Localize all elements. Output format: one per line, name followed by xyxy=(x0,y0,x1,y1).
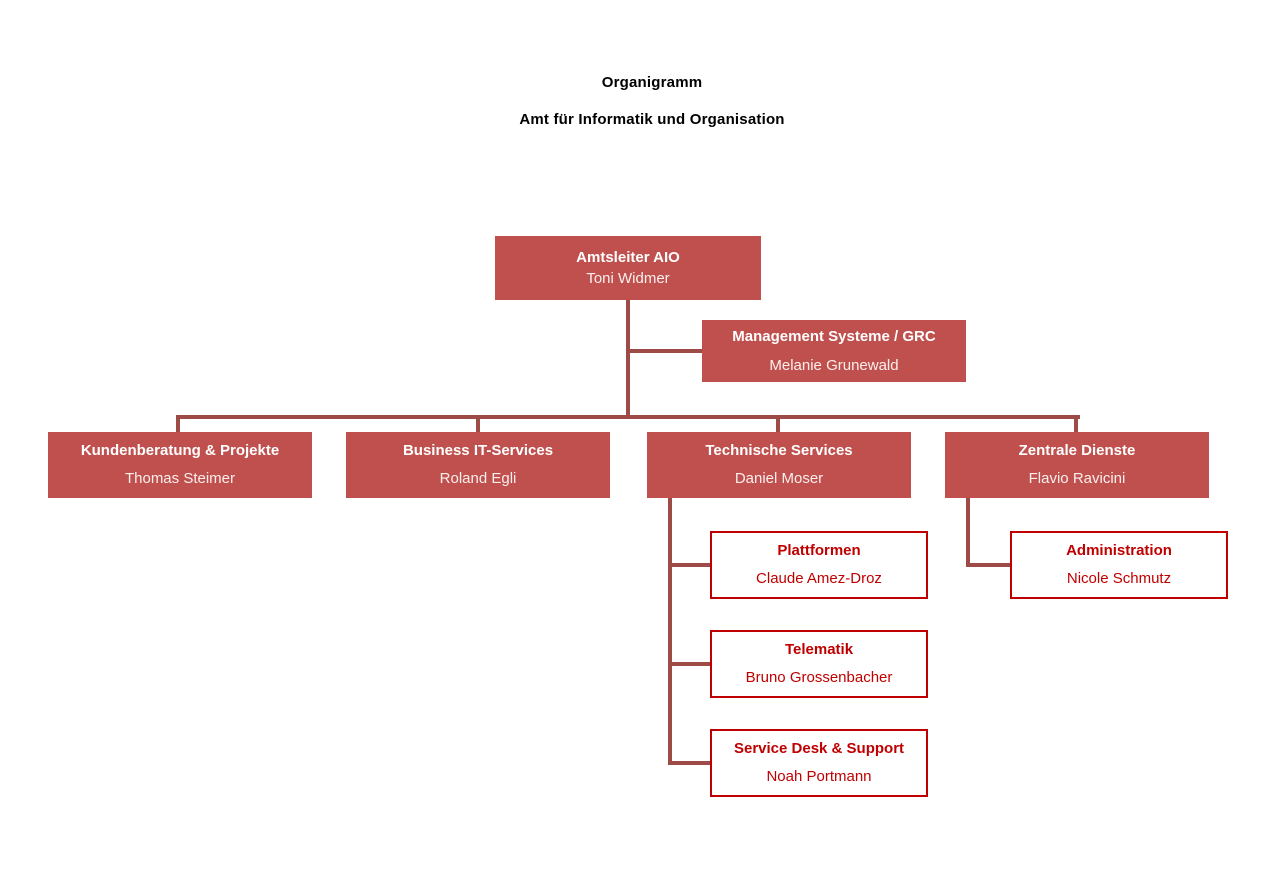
org-box-kundenberatung-name: Thomas Steimer xyxy=(124,470,236,487)
org-box-business-it-services: Business IT-Services Roland Egli xyxy=(346,432,610,498)
org-box-administration-title: Administration xyxy=(1066,542,1172,559)
connector-technische-to-telematik xyxy=(668,662,710,666)
org-box-plattformen: Plattformen Claude Amez-Droz xyxy=(710,531,928,599)
org-box-amtsleiter-name: Toni Widmer xyxy=(586,269,670,287)
connector-technische-to-plattformen xyxy=(668,563,710,567)
org-box-service-desk-name: Noah Portmann xyxy=(766,768,872,785)
org-box-administration: Administration Nicole Schmutz xyxy=(1010,531,1228,599)
org-box-service-desk: Service Desk & Support Noah Portmann xyxy=(710,729,928,797)
org-box-management-name: Melanie Grunewald xyxy=(769,356,899,374)
org-box-telematik-name: Bruno Grossenbacher xyxy=(745,669,893,686)
connector-technische-to-servicedesk xyxy=(668,761,710,765)
org-box-technische-services: Technische Services Daniel Moser xyxy=(647,432,911,498)
org-box-kundenberatung-title: Kundenberatung & Projekte xyxy=(80,442,280,459)
org-box-zentrale-name: Flavio Ravicini xyxy=(1028,470,1126,487)
org-box-administration-name: Nicole Schmutz xyxy=(1066,570,1172,587)
org-box-management-title: Management Systeme / GRC xyxy=(732,327,936,345)
org-box-service-desk-title: Service Desk & Support xyxy=(733,740,905,757)
connector-root-vertical xyxy=(626,300,630,418)
org-box-technische-name: Daniel Moser xyxy=(734,470,824,487)
org-box-zentrale-dienste: Zentrale Dienste Flavio Ravicini xyxy=(945,432,1209,498)
connector-zentrale-to-administration xyxy=(966,563,1010,567)
org-box-zentrale-title: Zentrale Dienste xyxy=(1018,442,1136,459)
org-box-plattformen-name: Claude Amez-Droz xyxy=(756,570,882,587)
connector-stub-dept-1 xyxy=(176,415,180,432)
connector-stub-dept-4 xyxy=(1074,415,1078,432)
connector-stub-dept-3 xyxy=(776,415,780,432)
org-box-business-title: Business IT-Services xyxy=(402,442,554,459)
org-box-telematik-title: Telematik xyxy=(784,641,854,658)
connector-technische-vertical xyxy=(668,498,672,765)
connector-departments-horizontal xyxy=(176,415,1080,419)
org-box-business-name: Roland Egli xyxy=(439,470,517,487)
page-subtitle: Amt für Informatik und Organisation xyxy=(519,111,785,128)
org-box-kundenberatung: Kundenberatung & Projekte Thomas Steimer xyxy=(48,432,312,498)
org-box-management-systeme-grc: Management Systeme / GRC Melanie Grunewa… xyxy=(702,320,966,382)
org-box-plattformen-title: Plattformen xyxy=(777,542,861,559)
connector-zentrale-vertical xyxy=(966,498,970,565)
org-box-amtsleiter-title: Amtsleiter AIO xyxy=(576,248,680,266)
org-box-telematik: Telematik Bruno Grossenbacher xyxy=(710,630,928,698)
page-title: Organigramm xyxy=(601,74,703,91)
org-box-technische-title: Technische Services xyxy=(705,442,853,459)
connector-stub-dept-2 xyxy=(476,415,480,432)
org-box-amtsleiter: Amtsleiter AIO Toni Widmer xyxy=(495,236,761,300)
connector-root-to-staff xyxy=(628,349,702,353)
